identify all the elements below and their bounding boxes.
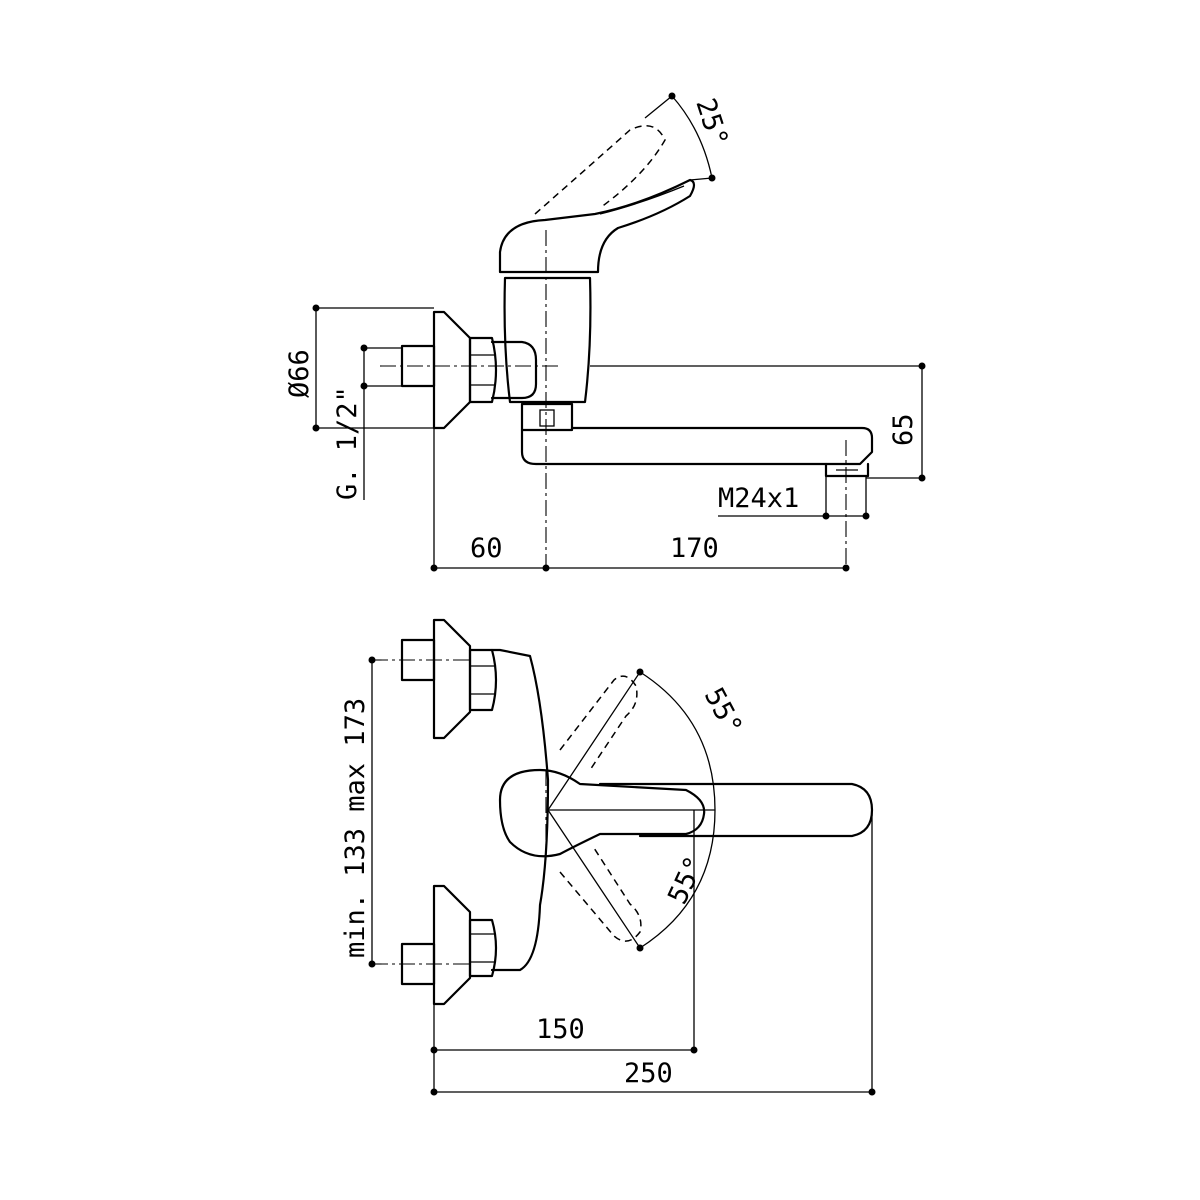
handle-raised-outline bbox=[534, 125, 666, 215]
upper-hex-nut bbox=[468, 648, 498, 712]
overall-length-label: 250 bbox=[624, 1058, 673, 1089]
spout-reach-label: 170 bbox=[670, 533, 719, 564]
spout bbox=[520, 426, 874, 466]
handle-swing-upper-label: 55° bbox=[698, 683, 748, 741]
handle-top bbox=[498, 768, 706, 858]
flange-diameter-label: Ø66 bbox=[284, 349, 315, 398]
aerator bbox=[824, 462, 870, 478]
upper-wall-flange bbox=[432, 618, 472, 740]
inlet-thread-label: G. 1/2" bbox=[332, 386, 363, 500]
connector bbox=[490, 340, 538, 400]
handle-swing-lower-outline bbox=[559, 847, 642, 942]
inlet-spacing-label: min. 133 max 173 bbox=[340, 698, 371, 958]
handle-tilt-angle-label: 25° bbox=[689, 95, 734, 151]
side-view: 25° Ø66 G. 1/2" 65 bbox=[284, 92, 926, 572]
body-offset-label: 60 bbox=[470, 533, 503, 564]
handle-reach-label: 150 bbox=[536, 1014, 585, 1045]
lower-wall-flange bbox=[432, 884, 472, 1006]
lower-hex-nut bbox=[468, 918, 498, 978]
spout-collar bbox=[520, 402, 574, 432]
aerator-thread-label: M24x1 bbox=[718, 483, 799, 514]
handle-swing-lower-label: 55° bbox=[662, 852, 711, 909]
wall-flange bbox=[432, 310, 472, 430]
handle-cap bbox=[498, 178, 696, 274]
mixer-body bbox=[503, 276, 592, 404]
spout-height-label: 65 bbox=[888, 413, 919, 446]
mixer-body-top bbox=[490, 648, 550, 972]
top-view: 55° 55° min. 133 max 173 150 250 bbox=[340, 618, 876, 1096]
handle-swing-upper-outline bbox=[559, 675, 638, 771]
hex-nut bbox=[468, 336, 498, 404]
